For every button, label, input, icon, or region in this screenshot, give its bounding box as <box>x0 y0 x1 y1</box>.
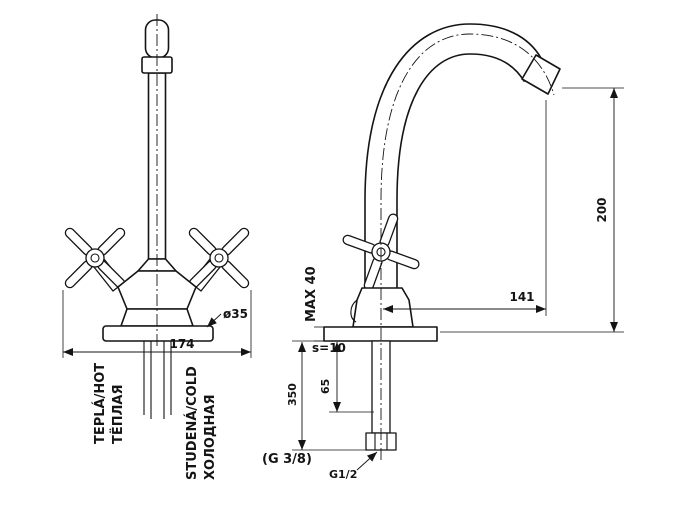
dimension-shank-length: 65 <box>319 342 374 413</box>
deck-plate <box>323 326 438 342</box>
hose-length-dimension-label: 350 <box>286 383 299 406</box>
cold-water-label-cs-en: STUDENÁ/COLD <box>184 366 200 480</box>
side-handle <box>342 213 420 291</box>
dimension-width: 174 <box>62 290 252 358</box>
base-plate <box>102 325 214 342</box>
dimension-height: 200 <box>440 87 624 333</box>
gooseneck-spout <box>364 23 544 291</box>
side-center-line <box>380 33 555 460</box>
height-dimension-label: 200 <box>595 197 609 222</box>
left-handle <box>64 227 126 289</box>
cold-water-label-ru: ХОЛОДНАЯ <box>203 395 218 480</box>
body-detail <box>350 299 358 323</box>
width-dimension-label: 174 <box>169 337 194 351</box>
supply-hoses <box>143 341 172 419</box>
dimension-hose-length: 350 <box>286 340 366 451</box>
hot-water-label-ru: ТЁПЛАЯ <box>110 385 126 445</box>
shank-thread: G1/2 <box>329 451 378 481</box>
shank-length-dimension-label: 65 <box>319 379 332 394</box>
right-handle <box>188 227 250 289</box>
diameter-dimension-label: ø35 <box>223 307 248 321</box>
hose-thread-label: (G 3/8) <box>262 452 312 467</box>
dimension-reach: 141 <box>383 100 547 316</box>
hot-water-label-cs-en: TEPLÁ/HOT <box>92 363 108 444</box>
plate-thickness-label: s=10 <box>312 341 346 355</box>
faucet-front-view: ø35 174 TEPLÁ/HOT ТЁПЛАЯ STUDENÁ/COLD ХО… <box>62 14 252 480</box>
shank-thread-label: G1/2 <box>329 468 357 481</box>
max-thickness-label: MAX 40 <box>304 266 319 322</box>
faucet-side-view: 200 141 MAX 40 s=10 65 350 <box>262 23 624 481</box>
reach-dimension-label: 141 <box>509 290 534 304</box>
valve-body <box>352 287 414 328</box>
dimension-diameter: ø35 <box>206 307 248 328</box>
